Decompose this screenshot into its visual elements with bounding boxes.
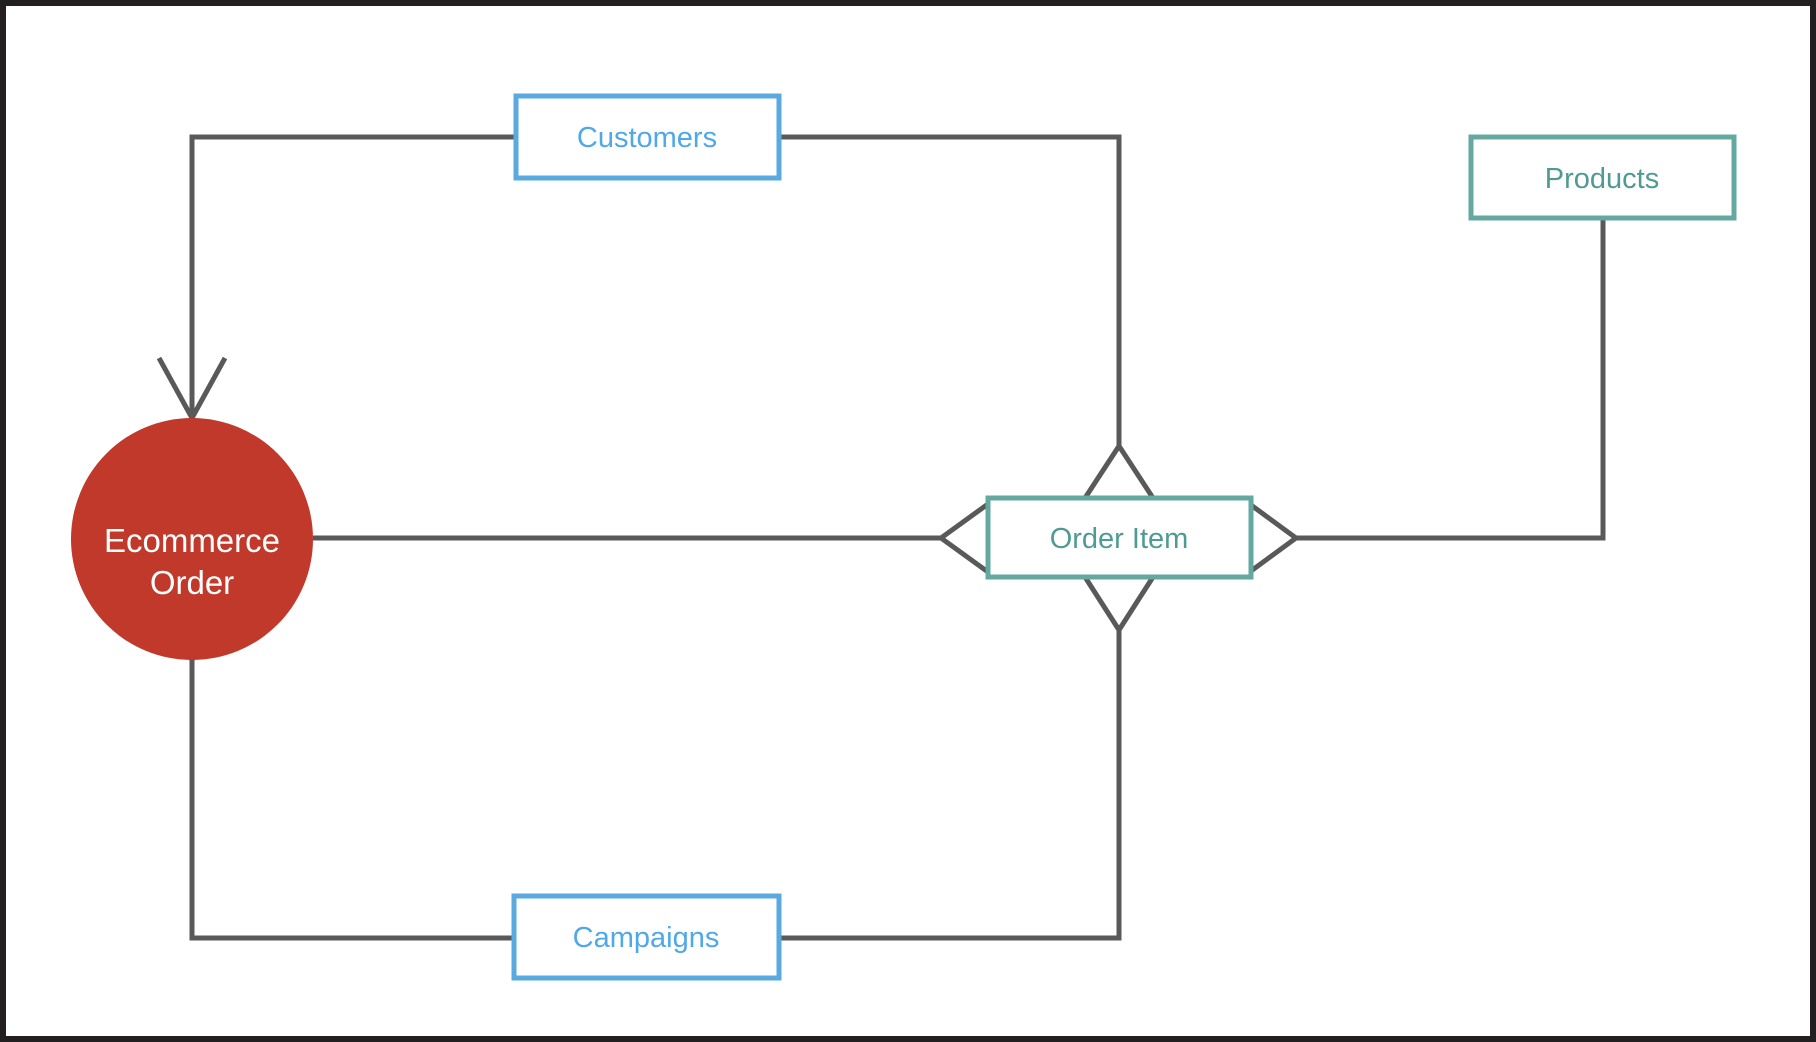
connector-orderitem-products[interactable] [1296, 218, 1606, 541]
node-order-item[interactable]: Order Item [985, 495, 1254, 580]
diagram-svg: Ecommerce Order Customers Products Order… [71, 93, 1737, 981]
node-ecommerce-order[interactable]: Ecommerce Order [71, 418, 313, 660]
node-campaigns[interactable]: Campaigns [511, 893, 782, 981]
crowsfoot-orderitem-bottom [1082, 575, 1156, 632]
crowsfoot-order-top [156, 356, 228, 420]
connector-order-customers-segment[interactable] [189, 134, 516, 418]
crowsfoot-orderitem-top [1082, 444, 1156, 500]
ecommerce-order-circle[interactable] [71, 418, 313, 660]
customers-box[interactable] [513, 93, 782, 181]
order-item-box[interactable] [985, 495, 1254, 580]
crowsfoot-orderitem-right [1249, 502, 1298, 574]
connector-campaigns-orderitem-segment[interactable] [779, 630, 1122, 941]
node-products[interactable]: Products [1468, 134, 1737, 221]
connector-customers-orderitem-segment[interactable] [779, 134, 1122, 446]
products-box[interactable] [1468, 134, 1737, 221]
crowsfoot-orderitem-left [939, 501, 990, 575]
connector-order-campaigns-segment[interactable] [189, 660, 514, 941]
campaigns-box[interactable] [511, 893, 782, 981]
node-customers[interactable]: Customers [513, 93, 782, 181]
connector-lines [189, 134, 1606, 941]
